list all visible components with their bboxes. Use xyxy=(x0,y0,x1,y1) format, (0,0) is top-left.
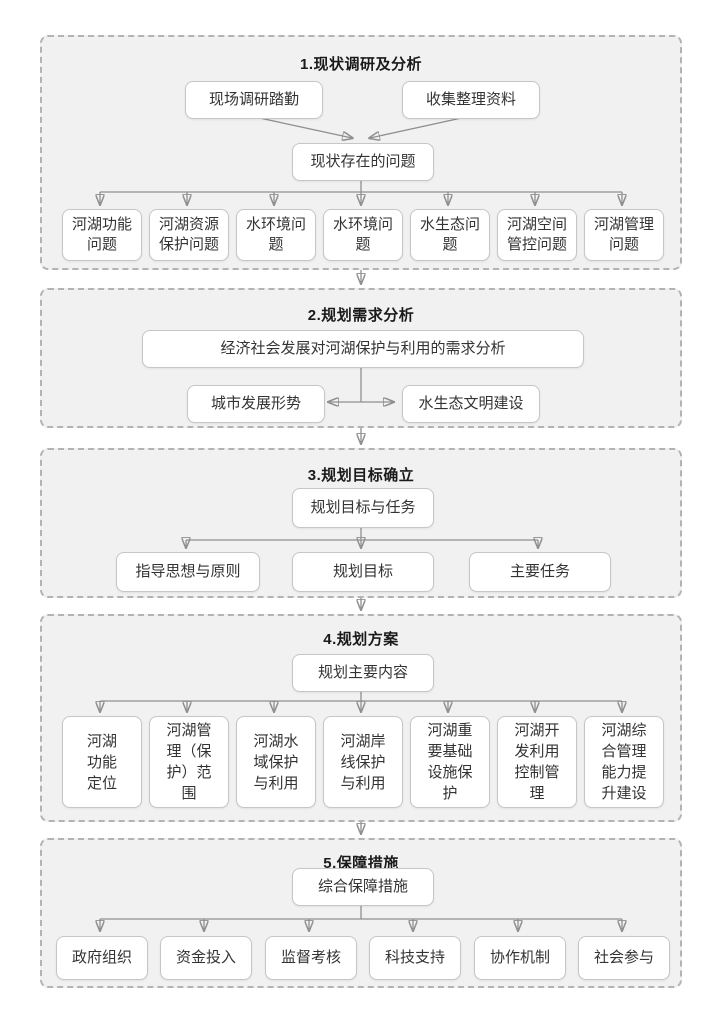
section-1-title: 1.现状调研及分析 xyxy=(299,56,422,73)
box-existing-problems: 现状存在的问题 xyxy=(292,143,434,181)
box-goals-and-tasks: 规划目标与任务 xyxy=(292,488,434,528)
box-guiding-principles: 指导思想与原则 xyxy=(116,552,260,592)
box-main-planning-content: 规划主要内容 xyxy=(292,654,434,692)
section-5-safeguards: 5.保障措施 综合保障措施 政府组织 资金投入 监督考核 科技支持 协作机制 社… xyxy=(40,838,682,988)
box-problem-ecology: 水生态问 题 xyxy=(410,209,490,261)
box-water-eco-civilization: 水生态文明建设 xyxy=(402,385,540,423)
section-3-title: 3.规划目标确立 xyxy=(307,467,415,484)
box-urban-development: 城市发展形势 xyxy=(187,385,325,423)
box-management-protection-scope: 河湖管 理（保 护）范 围 xyxy=(149,716,229,808)
box-site-survey: 现场调研踏勤 xyxy=(185,81,323,119)
box-technology-support: 科技支持 xyxy=(369,936,461,980)
box-problem-water-env-1: 水环境问 题 xyxy=(236,209,316,261)
section-1-survey-analysis: 1.现状调研及分析 现场调研踏勤 收集整理资料 现状存在的问题 河湖功能 问题 … xyxy=(40,35,682,270)
box-shoreline-protection: 河湖岸 线保护 与利用 xyxy=(323,716,403,808)
section-4-title: 4.规划方案 xyxy=(323,631,399,648)
box-problem-function: 河湖功能 问题 xyxy=(62,209,142,261)
box-collect-materials: 收集整理资料 xyxy=(402,81,540,119)
section-2-title: 2.规划需求分析 xyxy=(307,307,415,324)
box-development-control: 河湖开 发利用 控制管 理 xyxy=(497,716,577,808)
box-problem-management: 河湖管理 问题 xyxy=(584,209,664,261)
box-comprehensive-safeguards: 综合保障措施 xyxy=(292,868,434,906)
box-supervision-assessment: 监督考核 xyxy=(265,936,357,980)
section-5-title: 5.保障措施 xyxy=(323,855,399,872)
box-main-tasks: 主要任务 xyxy=(469,552,611,592)
box-demand-analysis: 经济社会发展对河湖保护与利用的需求分析 xyxy=(142,330,584,368)
section-2-demand-analysis: 2.规划需求分析 经济社会发展对河湖保护与利用的需求分析 城市发展形势 水生态文… xyxy=(40,288,682,428)
box-funding-input: 资金投入 xyxy=(160,936,252,980)
box-problem-water-env-2: 水环境问 题 xyxy=(323,209,403,261)
box-capacity-building: 河湖综 合管理 能力提 升建设 xyxy=(584,716,664,808)
section-3-goal-establishment: 3.规划目标确立 规划目标与任务 指导思想与原则 规划目标 主要任务 xyxy=(40,448,682,598)
box-water-area-protection: 河湖水 域保护 与利用 xyxy=(236,716,316,808)
section-4-planning-scheme: 4.规划方案 规划主要内容 河湖 功能 定位 河湖管 理（保 护）范 围 河湖水… xyxy=(40,614,682,822)
box-problem-resource: 河湖资源 保护问题 xyxy=(149,209,229,261)
box-cooperation-mechanism: 协作机制 xyxy=(474,936,566,980)
box-function-positioning: 河湖 功能 定位 xyxy=(62,716,142,808)
box-infrastructure-protection: 河湖重 要基础 设施保 护 xyxy=(410,716,490,808)
box-planning-goals: 规划目标 xyxy=(292,552,434,592)
box-problem-space-control: 河湖空间 管控问题 xyxy=(497,209,577,261)
box-public-participation: 社会参与 xyxy=(578,936,670,980)
box-government-organization: 政府组织 xyxy=(56,936,148,980)
